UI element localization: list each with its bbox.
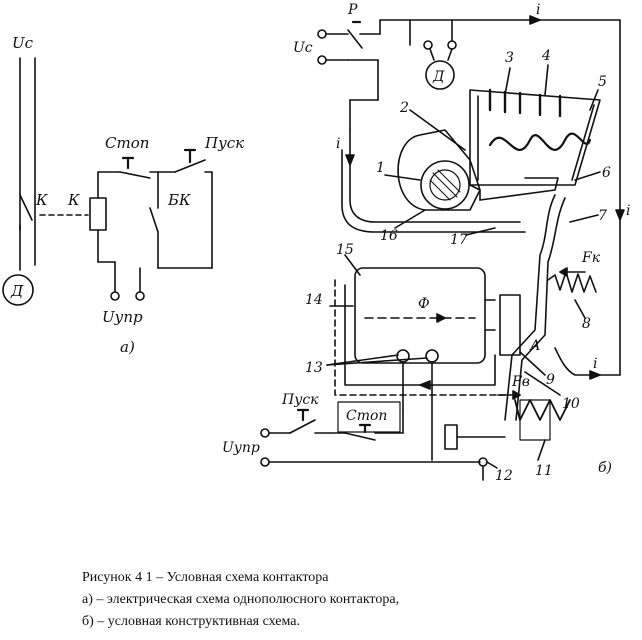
stop-a-label: Стоп <box>105 134 149 152</box>
contact-k-label: К <box>35 191 48 209</box>
start-a-label: Пуск <box>204 134 244 152</box>
motor-a-label: Д <box>10 282 24 300</box>
callout-4: 4 <box>541 48 551 64</box>
force-k-label: Fк <box>581 250 601 266</box>
bk-label: БК <box>167 191 191 209</box>
motor-b-label: Д <box>432 69 445 85</box>
control-a-label: Uупр <box>102 308 143 326</box>
callout-13: 13 <box>305 360 323 376</box>
caption-part-a: а) – электрическая схема однополюсного к… <box>82 592 400 607</box>
callout-5: 5 <box>598 74 607 90</box>
switch-p-label: P <box>347 2 358 18</box>
callout-3: 3 <box>505 50 514 66</box>
start-b-label: Пуск <box>281 392 319 408</box>
callout-12: 12 <box>495 468 513 484</box>
callout-7: 7 <box>598 208 607 224</box>
contactor-diagram: Uc Д К К Стоп Пуск БК Uупр а) Uc P Д i i… <box>2 2 630 484</box>
scheme-a <box>2 57 213 306</box>
callout-2: 2 <box>399 100 409 116</box>
callout-8: 8 <box>582 316 591 332</box>
callout-10: 10 <box>562 396 580 412</box>
motor-a-circle <box>2 274 34 306</box>
current-label-right: i <box>626 203 630 219</box>
caption-title: Рисунок 4 1 – Условная схема контактора <box>82 570 329 585</box>
callout-15: 15 <box>336 242 354 258</box>
callout-6: 6 <box>602 165 611 181</box>
stop-button-box <box>337 401 401 433</box>
supply-a-label: Uc <box>12 34 34 52</box>
control-b-label: Uупр <box>222 440 260 456</box>
callout-17: 17 <box>450 232 468 248</box>
panel-a-label: а) <box>120 338 135 356</box>
force-v-label: Fв <box>511 374 530 390</box>
callout-11: 11 <box>535 463 553 479</box>
current-label-left: i <box>336 136 340 152</box>
coil-k <box>89 197 107 231</box>
electromagnet <box>354 267 486 364</box>
spring-base <box>519 399 551 441</box>
point-a-label: А <box>529 338 541 354</box>
panel-b-label: б) <box>598 460 612 476</box>
caption-part-b: б) – условная конструктивная схема. <box>82 614 300 629</box>
coil-k-label: К <box>67 191 80 209</box>
current-label-top: i <box>536 2 540 18</box>
current-label-bottom: i <box>593 356 597 372</box>
callout-1: 1 <box>376 160 385 176</box>
motor-b-circle <box>425 60 455 90</box>
stop-b-label: Стоп <box>346 408 387 424</box>
callout-16: 16 <box>380 228 398 244</box>
supply-b-label: Uc <box>293 40 313 56</box>
callout-14: 14 <box>305 292 323 308</box>
callout-9: 9 <box>546 372 555 388</box>
flux-label: Ф <box>418 296 430 312</box>
scheme-b <box>260 15 625 481</box>
